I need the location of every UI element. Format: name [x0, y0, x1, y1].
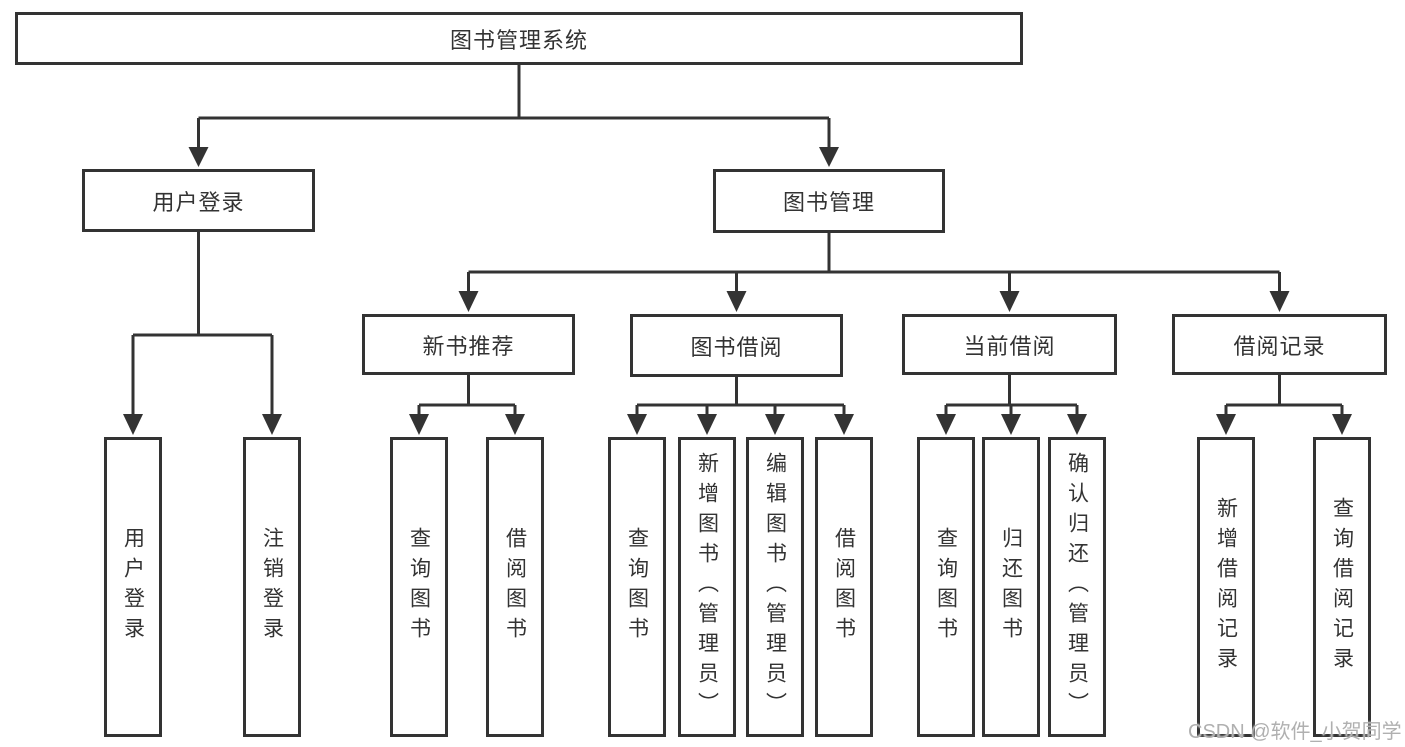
- node-label: 当前借阅: [963, 333, 1056, 359]
- leaf-label: 注销登录: [260, 527, 284, 647]
- node-book-borrowing: 图书借阅: [630, 314, 843, 377]
- leaf-label: 新增图书（管理员）: [695, 452, 719, 722]
- leaf-label: 用户登录: [121, 527, 145, 647]
- node-borrowing-records: 借阅记录: [1172, 314, 1387, 375]
- leaf-query-books-borrowing: 查询图书: [608, 437, 666, 737]
- leaf-borrow-books-recommend: 借阅图书: [486, 437, 544, 737]
- node-label: 图书管理: [782, 190, 875, 215]
- leaf-label: 借阅图书: [503, 527, 527, 647]
- leaf-query-books-recommend: 查询图书: [390, 437, 448, 737]
- leaf-edit-books-admin: 编辑图书（管理员）: [746, 437, 804, 737]
- leaf-query-books-current: 查询图书: [917, 437, 975, 737]
- leaf-label: 查询借阅记录: [1330, 497, 1354, 677]
- node-new-book-recommendation: 新书推荐: [362, 314, 575, 375]
- leaf-label: 查询图书: [407, 527, 431, 647]
- node-book-management: 图书管理: [713, 169, 945, 233]
- csdn-watermark: CSDN @软件_小贺同学: [1188, 721, 1402, 743]
- leaf-label: 借阅图书: [832, 527, 856, 647]
- node-user-login: 用户登录: [82, 169, 315, 232]
- leaf-add-borrow-record: 新增借阅记录: [1197, 437, 1255, 737]
- arrowheads: [123, 147, 1352, 435]
- leaf-label: 查询图书: [934, 527, 958, 647]
- leaf-label: 归还图书: [999, 527, 1023, 647]
- node-label: 借阅记录: [1233, 333, 1326, 359]
- leaf-add-books-admin: 新增图书（管理员）: [678, 437, 736, 737]
- leaf-label: 查询图书: [625, 527, 649, 647]
- node-label: 用户登录: [152, 189, 245, 215]
- leaf-label: 编辑图书（管理员）: [763, 452, 787, 722]
- leaf-borrow-books: 借阅图书: [815, 437, 873, 737]
- leaf-label: 新增借阅记录: [1214, 497, 1238, 677]
- node-label: 图书管理系统: [449, 27, 588, 53]
- node-label: 新书推荐: [422, 333, 515, 359]
- leaf-logout: 注销登录: [243, 437, 301, 737]
- node-label: 图书借阅: [690, 334, 783, 360]
- leaf-query-borrow-record: 查询借阅记录: [1313, 437, 1371, 737]
- leaf-user-login: 用户登录: [104, 437, 162, 737]
- leaf-label: 确认归还（管理员）: [1065, 452, 1089, 722]
- leaf-return-books: 归还图书: [982, 437, 1040, 737]
- node-current-borrowing: 当前借阅: [902, 314, 1117, 375]
- leaf-confirm-return-admin: 确认归还（管理员）: [1048, 437, 1106, 737]
- node-library-management-system: 图书管理系统: [15, 12, 1023, 65]
